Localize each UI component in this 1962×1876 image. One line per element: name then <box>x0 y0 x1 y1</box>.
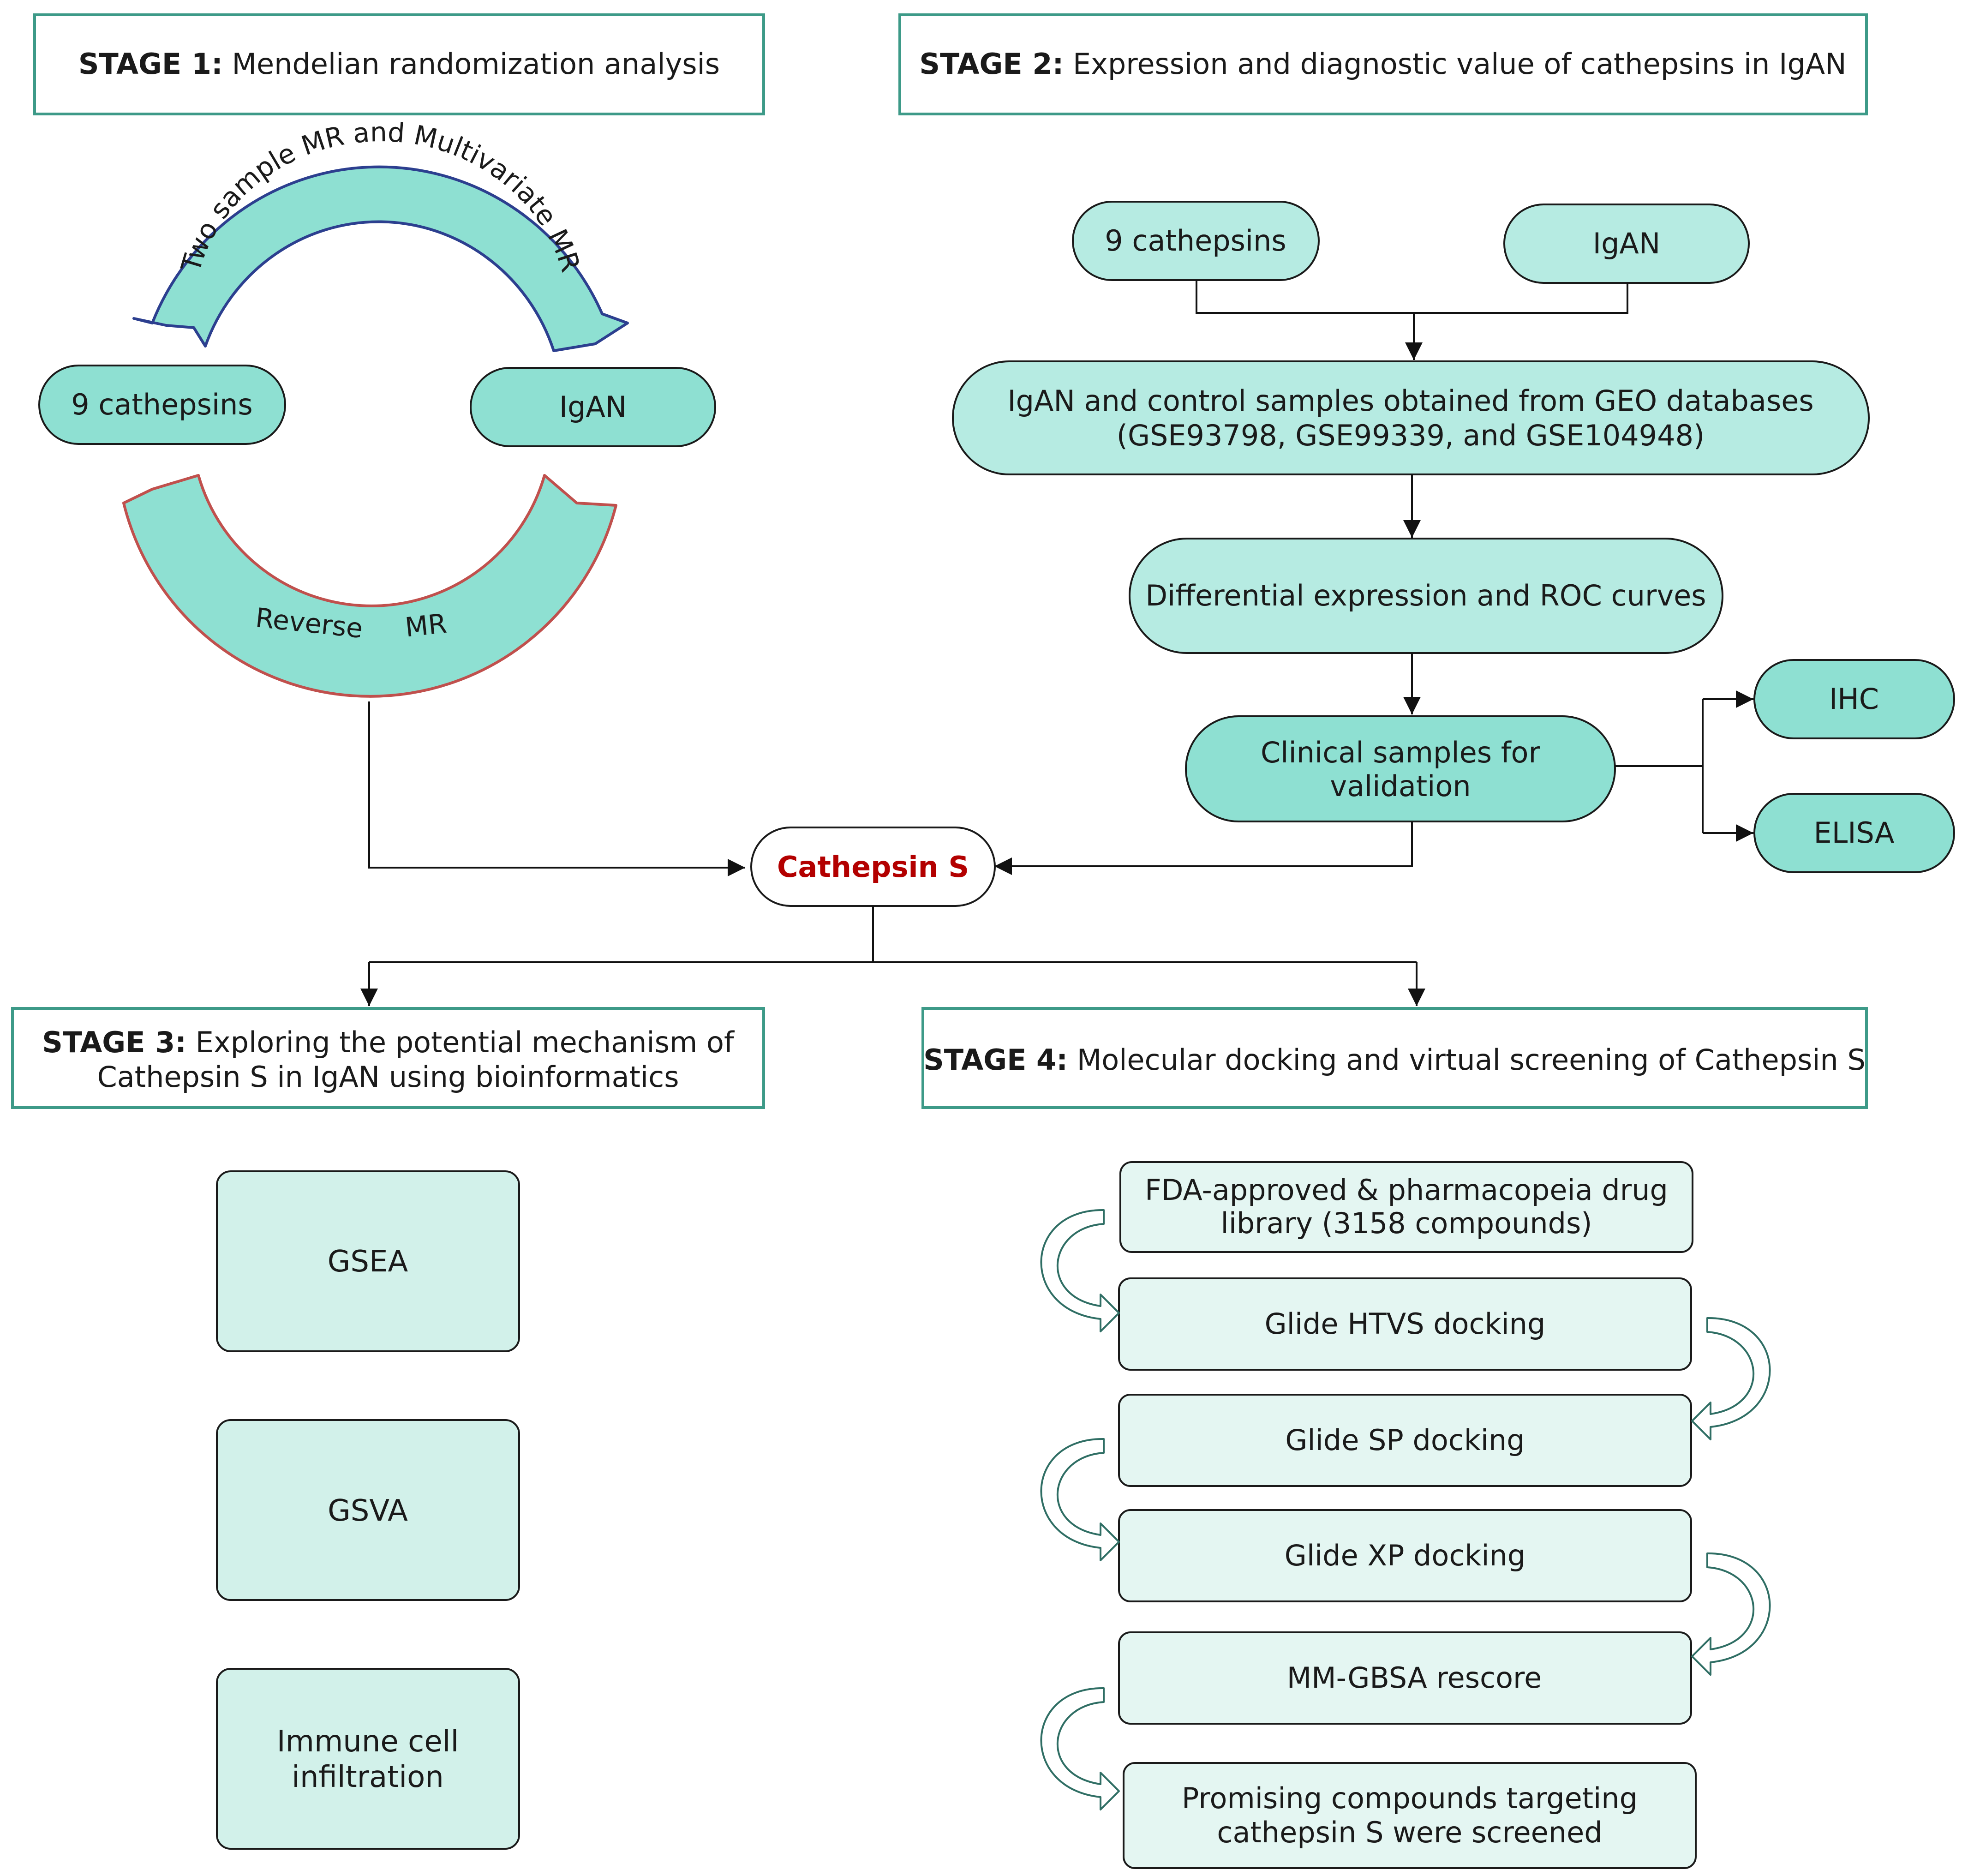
stage-4-curved-arrows <box>1040 1209 1771 1810</box>
s2-cathepsins-node: 9 cathepsins <box>1072 201 1320 281</box>
top-arc-two-sample-mr: Two sample MR and Multivariate MR <box>132 116 629 352</box>
clinical-to-cathepsin-s-arrow <box>994 821 1413 875</box>
s2-igan-node: IgAN <box>1503 204 1750 284</box>
stage-2-title: Expression and diagnostic value of cathe… <box>1064 47 1846 81</box>
geo-samples-label-1: IgAN and control samples obtained from G… <box>1007 384 1813 418</box>
bottom-arc-label-b: MR <box>403 608 448 643</box>
fda-library-label-1: FDA-approved & pharmacopeia drug <box>1145 1173 1668 1207</box>
gsva-box: GSVA <box>216 1419 520 1601</box>
clinical-samples-label-1: Clinical samples for <box>1261 736 1540 769</box>
glide-sp-label: Glide SP docking <box>1285 1423 1525 1457</box>
immune-cell-label-2: infiltration <box>292 1760 444 1794</box>
s2-merge-connector <box>1196 280 1628 314</box>
mm-gbsa-box: MM-GBSA rescore <box>1118 1631 1692 1725</box>
stage-3-title: Exploring the potential mechanism of <box>186 1025 735 1059</box>
stage-4-label: STAGE 4: <box>923 1043 1068 1077</box>
differential-expression-label: Differential expression and ROC curves <box>1145 579 1706 612</box>
differential-expression-node: Differential expression and ROC curves <box>1129 538 1723 654</box>
svg-text:STAGE 3: Exploring the potenti: STAGE 3: Exploring the potential mechani… <box>42 1025 735 1059</box>
gsea-label: GSEA <box>328 1245 408 1279</box>
stage-3-title-line2: Cathepsin S in IgAN using bioinformatics <box>97 1060 679 1094</box>
stage-1-header: STAGE 1: Mendelian randomization analysi… <box>33 13 765 115</box>
s1-to-cathepsin-s-arrow <box>368 701 745 876</box>
geo-samples-label-2: (GSE93798, GSE99339, and GSE104948) <box>1117 419 1705 452</box>
stage-1-label: STAGE 1: <box>78 47 223 81</box>
ihc-label: IHC <box>1829 682 1879 716</box>
cathepsin-s-label: Cathepsin S <box>777 850 969 884</box>
promising-compounds-box: Promising compounds targeting cathepsin … <box>1123 1762 1697 1869</box>
promising-compounds-label-1: Promising compounds targeting <box>1182 1781 1638 1815</box>
elisa-label: ELISA <box>1814 816 1895 850</box>
s1-cathepsins-label: 9 cathepsins <box>71 388 252 421</box>
stage-3-label: STAGE 3: <box>42 1025 186 1059</box>
curved-arrow-left-2 <box>1040 1438 1120 1561</box>
s2-cathepsins-label: 9 cathepsins <box>1105 224 1286 258</box>
s1-igan-label: IgAN <box>559 390 627 424</box>
geo-samples-node: IgAN and control samples obtained from G… <box>952 360 1870 475</box>
stage-4-header: STAGE 4: Molecular docking and virtual s… <box>921 1007 1868 1109</box>
curved-arrow-right-2 <box>1691 1552 1771 1676</box>
gsea-box: GSEA <box>216 1170 520 1352</box>
clinical-samples-label-2: validation <box>1330 769 1471 803</box>
bottom-arc-reverse-mr: Reverse MR <box>122 474 617 698</box>
s1-igan-node: IgAN <box>470 367 716 447</box>
stage-2-label: STAGE 2: <box>919 47 1064 81</box>
svg-text:STAGE 2: Expression and diagno: STAGE 2: Expression and diagnostic value… <box>919 47 1846 81</box>
stage-4-title: Molecular docking and virtual screening … <box>1068 1043 1866 1077</box>
cathepsin-s-node: Cathepsin S <box>750 827 996 907</box>
glide-sp-box: Glide SP docking <box>1118 1394 1692 1487</box>
gsva-label: GSVA <box>328 1494 408 1528</box>
immune-cell-label-1: Immune cell <box>277 1725 459 1759</box>
fda-library-label-2: library (3158 compounds) <box>1220 1206 1592 1240</box>
svg-text:STAGE 4: Molecular docking and: STAGE 4: Molecular docking and virtual s… <box>923 1043 1866 1077</box>
glide-htvs-label: Glide HTVS docking <box>1265 1307 1546 1341</box>
s2-igan-label: IgAN <box>1593 227 1660 260</box>
ihc-node: IHC <box>1753 659 1955 739</box>
curved-arrow-right-1 <box>1691 1317 1771 1440</box>
fda-library-box: FDA-approved & pharmacopeia drug library… <box>1119 1161 1693 1253</box>
immune-cell-box: Immune cell infiltration <box>216 1668 520 1850</box>
elisa-node: ELISA <box>1753 793 1955 873</box>
mm-gbsa-label: MM-GBSA rescore <box>1287 1661 1542 1695</box>
curved-arrow-left-1 <box>1040 1209 1120 1332</box>
s1-cathepsins-node: 9 cathepsins <box>38 365 286 445</box>
clinical-samples-node: Clinical samples for validation <box>1185 715 1616 822</box>
curved-arrow-left-3 <box>1040 1687 1120 1810</box>
stage-3-header: STAGE 3: Exploring the potential mechani… <box>11 1007 765 1109</box>
svg-text:STAGE 1: Mendelian randomizati: STAGE 1: Mendelian randomization analysi… <box>78 47 720 81</box>
glide-xp-label: Glide XP docking <box>1285 1539 1525 1572</box>
stage-2-header: STAGE 2: Expression and diagnostic value… <box>898 13 1868 115</box>
stage-1-title: Mendelian randomization analysis <box>223 47 720 81</box>
glide-xp-box: Glide XP docking <box>1118 1509 1692 1602</box>
glide-htvs-box: Glide HTVS docking <box>1118 1277 1692 1371</box>
promising-compounds-label-2: cathepsin S were screened <box>1217 1816 1602 1849</box>
